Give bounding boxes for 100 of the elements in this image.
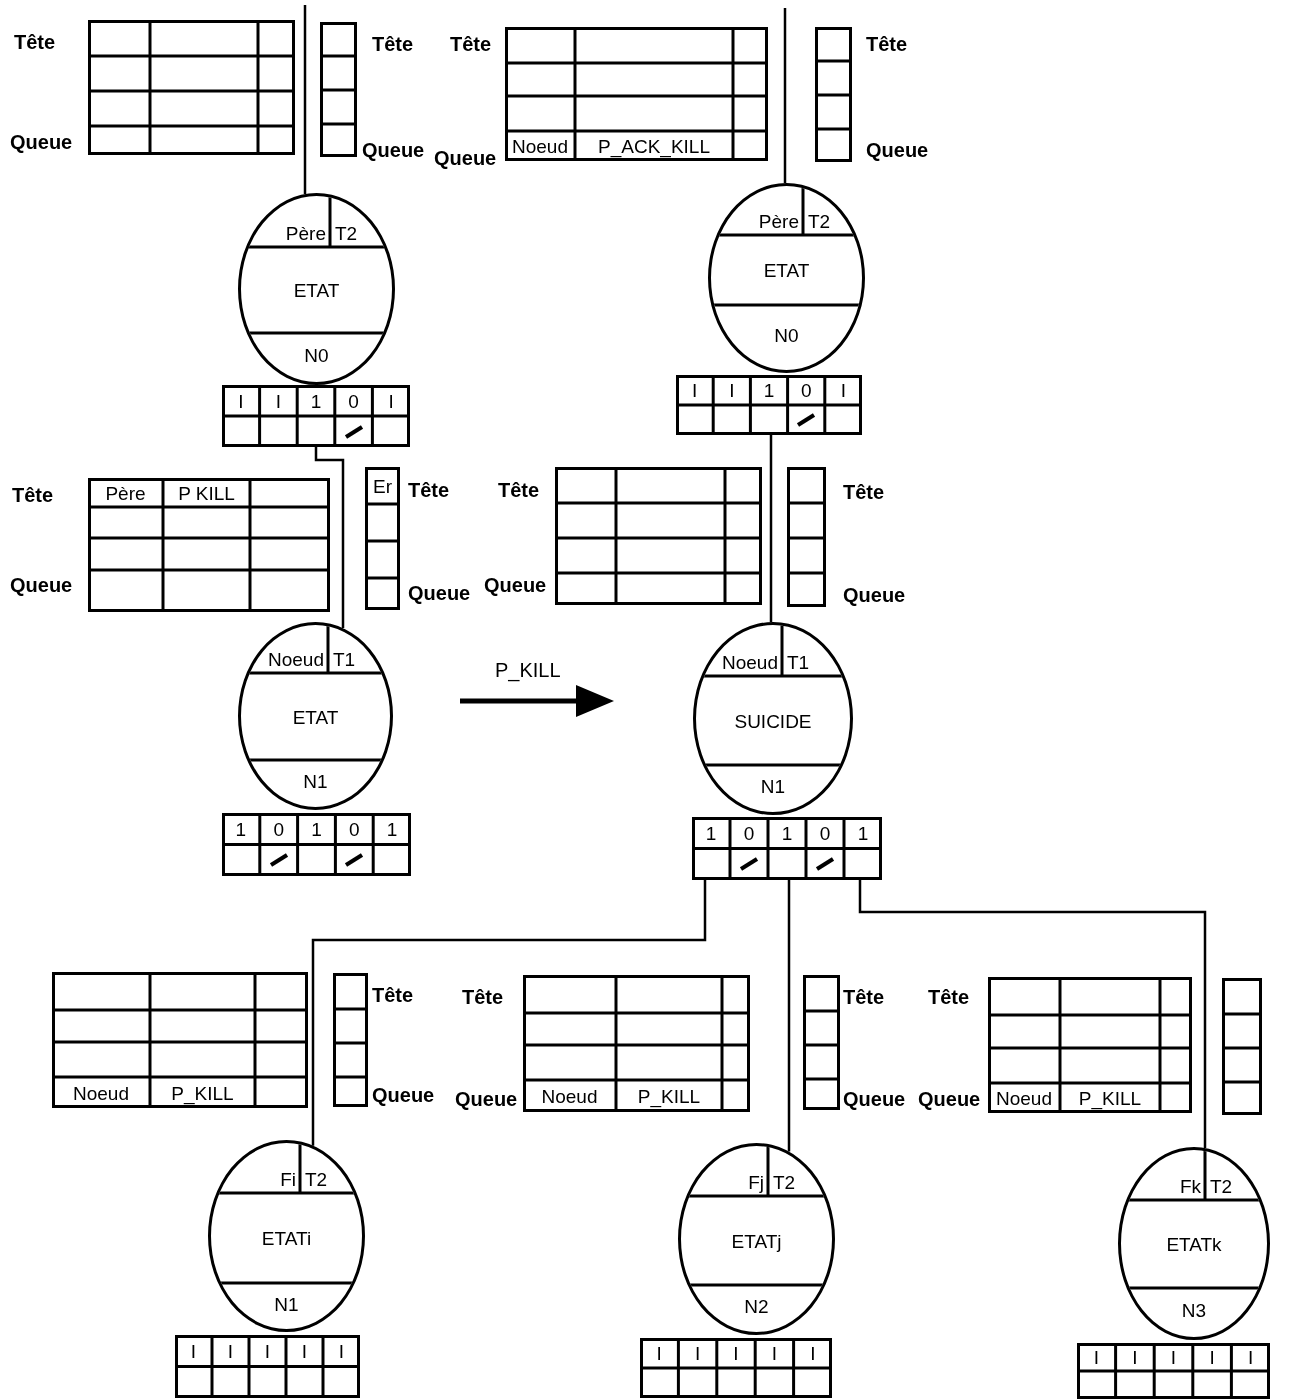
connector-line — [769, 435, 773, 623]
bit-value: I — [1132, 1347, 1138, 1367]
bit-value: 1 — [310, 391, 322, 410]
field-text: Er — [373, 476, 392, 495]
process-ellipse — [678, 1143, 835, 1335]
node-id: N3 — [1181, 1300, 1207, 1320]
bit-value: I — [656, 1343, 662, 1363]
queue-head-label: Tête — [450, 34, 492, 54]
queue-tail-label: Queue — [843, 585, 906, 605]
field-text: P_ACK_KILL — [598, 136, 710, 156]
queue-column — [815, 27, 852, 162]
bit-vector-table — [222, 813, 411, 876]
field-text: P_KILL — [1078, 1088, 1142, 1108]
queue-tail-label: Queue — [455, 1089, 518, 1109]
queue-head-label: Tête — [372, 34, 414, 54]
field-label: Noeud — [268, 649, 324, 669]
queue-column — [787, 467, 826, 607]
bit-vector-table — [692, 817, 882, 880]
field-label: Fi — [280, 1169, 296, 1189]
field-text: P_KILL — [637, 1086, 701, 1106]
bit-value: 0 — [800, 380, 812, 400]
queue-head-label: Tête — [408, 480, 450, 500]
field-label: Fj — [748, 1172, 764, 1192]
process-ellipse — [693, 622, 853, 815]
node-id: N1 — [760, 776, 786, 796]
bit-value: I — [301, 1341, 308, 1361]
queue-tail-label: Queue — [372, 1085, 435, 1105]
message-queue-table — [505, 27, 768, 161]
queue-head-label: Tête — [498, 480, 540, 500]
bit-value: 0 — [819, 823, 831, 843]
bit-value: I — [691, 380, 698, 400]
state-label: ETAT — [292, 707, 339, 726]
bit-value: I — [275, 391, 282, 410]
node-id: N1 — [303, 771, 328, 791]
field-label: T1 — [787, 652, 810, 672]
state-label: ETATk — [1166, 1234, 1222, 1254]
bit-value: 1 — [386, 819, 398, 839]
queue-tail-label: Queue — [10, 132, 73, 152]
node-id: N2 — [744, 1296, 769, 1316]
bit-vector-table — [640, 1338, 832, 1398]
bit-value: I — [1209, 1347, 1215, 1367]
field-text: Noeud — [512, 136, 568, 156]
message-queue-table — [88, 20, 295, 155]
queue-column — [333, 973, 368, 1107]
process-ellipse — [238, 193, 395, 385]
queue-tail-label: Queue — [408, 583, 471, 603]
field-label: T2 — [808, 211, 831, 231]
bit-value: 1 — [235, 819, 247, 839]
field-label: T2 — [1210, 1176, 1233, 1196]
message-queue-table — [523, 975, 750, 1112]
state-label: ETATj — [731, 1231, 782, 1250]
queue-column — [320, 22, 357, 157]
queue-tail-label: Queue — [866, 140, 929, 160]
bit-value: I — [227, 1341, 234, 1361]
message-queue-table — [555, 467, 762, 605]
bit-vector-table — [1077, 1343, 1270, 1399]
field-label: Père — [758, 211, 799, 231]
connector-line — [787, 880, 791, 1152]
process-ellipse — [1118, 1147, 1270, 1340]
field-label: Noeud — [722, 652, 778, 672]
node-id: N1 — [274, 1294, 299, 1313]
queue-tail-label: Queue — [10, 575, 73, 595]
connector-line — [303, 5, 307, 195]
process-ellipse — [708, 183, 865, 373]
bit-value: I — [190, 1341, 197, 1361]
queue-column — [803, 975, 840, 1110]
bit-value: 0 — [273, 819, 284, 839]
queue-head-label: Tête — [843, 987, 885, 1007]
connector-line — [311, 880, 707, 1146]
bit-value: I — [1170, 1347, 1177, 1367]
node-id: N0 — [304, 345, 329, 365]
bit-value: 1 — [705, 823, 717, 843]
bit-value: I — [388, 391, 394, 410]
bit-vector-table — [175, 1335, 360, 1398]
state-label: SUICIDE — [734, 711, 812, 730]
bit-vector-table — [676, 375, 862, 435]
bit-value: I — [840, 380, 847, 400]
connector-line — [858, 880, 1207, 1148]
bit-value: I — [338, 1341, 345, 1361]
field-text: Noeud — [996, 1088, 1052, 1108]
state-label: ETATi — [261, 1228, 312, 1248]
field-label: Père — [285, 223, 326, 243]
queue-tail-label: Queue — [362, 140, 425, 160]
bit-value: I — [771, 1343, 778, 1363]
queue-tail-label: Queue — [843, 1089, 906, 1109]
bit-value: 0 — [743, 823, 755, 843]
bit-value: I — [694, 1343, 701, 1363]
field-label: T2 — [305, 1169, 328, 1189]
field-text: Noeud — [541, 1086, 598, 1106]
connector-line — [783, 8, 787, 183]
bit-value: I — [1248, 1347, 1254, 1367]
connector-line — [314, 447, 345, 629]
transition-label: P_KILL — [495, 660, 561, 680]
node-id: N0 — [774, 325, 799, 345]
field-label: Fk — [1179, 1176, 1201, 1196]
queue-head-label: Tête — [928, 987, 970, 1007]
bit-value: I — [264, 1341, 271, 1361]
field-text: Père — [105, 483, 146, 502]
queue-head-label: Tête — [14, 32, 56, 52]
message-queue-table — [988, 977, 1192, 1113]
